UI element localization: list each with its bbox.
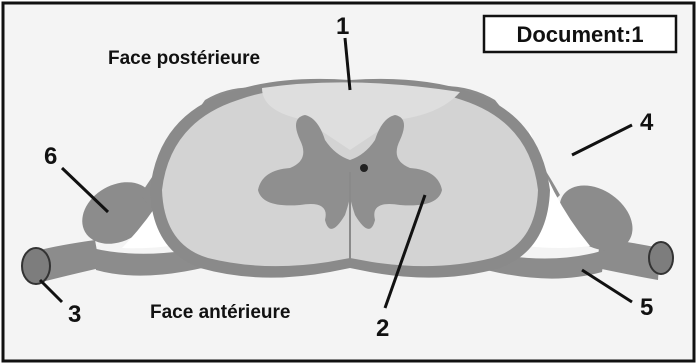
label-3: 3 — [68, 301, 81, 328]
label-2: 2 — [376, 315, 389, 342]
label-1: 1 — [336, 13, 349, 40]
spinal-cord-section — [150, 79, 550, 278]
central-canal — [360, 164, 368, 172]
label-4: 4 — [640, 109, 654, 136]
document-label: Document:1 — [516, 22, 643, 47]
face-anterior-label: Face antérieure — [150, 302, 290, 323]
right-nerve-cut-end — [649, 242, 673, 274]
label-6: 6 — [44, 143, 57, 170]
face-posterior-label: Face postérieure — [108, 48, 260, 69]
left-nerve-cut-end — [22, 248, 50, 284]
label-5: 5 — [640, 294, 653, 321]
